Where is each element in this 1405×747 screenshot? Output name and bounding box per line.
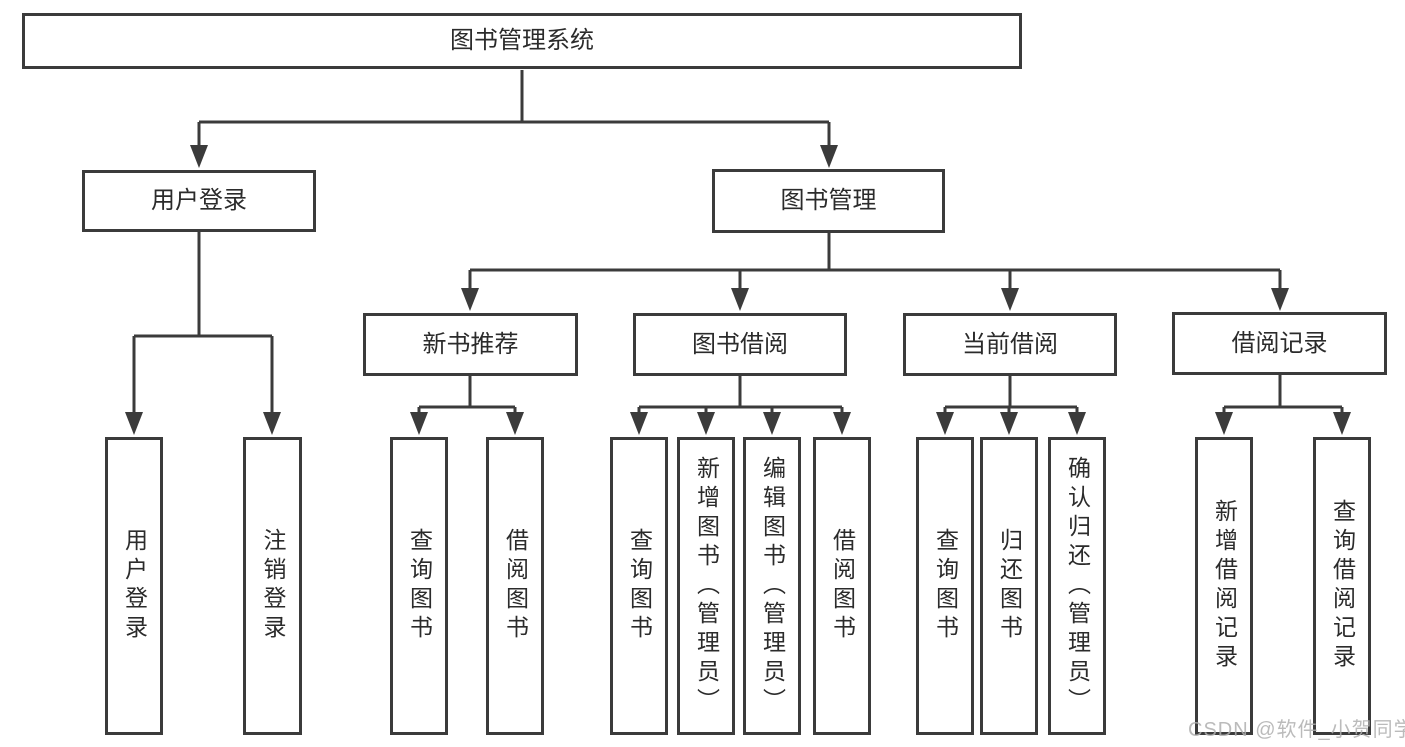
leaf-query-book-2: 查询图书 — [610, 437, 668, 735]
arrowhead — [1333, 412, 1351, 435]
leaf-borrow-book-1: 借阅图书 — [486, 437, 544, 735]
arrowhead — [833, 412, 851, 435]
node-borrow-record: 借阅记录 — [1172, 312, 1387, 375]
leaf-query-borrow-record: 查询借阅记录 — [1313, 437, 1371, 735]
node-root: 图书管理系统 — [22, 13, 1022, 69]
arrowhead — [697, 412, 715, 435]
connector-root — [190, 70, 838, 168]
leaf-return-book: 归还图书 — [980, 437, 1038, 735]
arrowhead — [1271, 288, 1289, 311]
leaf-query-book-1: 查询图书 — [390, 437, 448, 735]
leaf-edit-book-admin: 编辑图书（管理员） — [743, 437, 801, 735]
arrowhead — [763, 412, 781, 435]
connector-book-borrow — [630, 376, 851, 435]
connector-borrow-record — [1215, 375, 1351, 435]
arrowhead — [1001, 288, 1019, 311]
leaf-add-borrow-record: 新增借阅记录 — [1195, 437, 1253, 735]
arrowhead — [125, 412, 143, 435]
connector-new-book — [410, 376, 524, 435]
arrowhead — [506, 412, 524, 435]
leaf-query-book-3: 查询图书 — [916, 437, 974, 735]
leaf-borrow-book-2: 借阅图书 — [813, 437, 871, 735]
arrowhead — [1215, 412, 1233, 435]
arrowhead — [263, 412, 281, 435]
leaf-confirm-return-admin: 确认归还（管理员） — [1048, 437, 1106, 735]
arrowhead — [630, 412, 648, 435]
leaf-add-book-admin: 新增图书（管理员） — [677, 437, 735, 735]
arrowhead — [820, 145, 838, 168]
arrowhead — [190, 145, 208, 168]
arrowhead — [936, 412, 954, 435]
connector-current-borrow — [936, 376, 1086, 435]
node-book-management: 图书管理 — [712, 169, 945, 233]
node-user-login: 用户登录 — [82, 170, 316, 232]
connector-user-login — [125, 232, 281, 435]
node-current-borrow: 当前借阅 — [903, 313, 1117, 376]
csdn-watermark: CSDN @软件_小贺同学 — [1188, 719, 1405, 741]
arrowhead — [410, 412, 428, 435]
arrowhead — [1000, 412, 1018, 435]
node-book-borrow: 图书借阅 — [633, 313, 847, 376]
connector-book-management — [461, 233, 1289, 311]
leaf-user-login: 用户登录 — [105, 437, 163, 735]
arrowhead — [461, 288, 479, 311]
leaf-logout: 注销登录 — [243, 437, 302, 735]
arrowhead — [731, 288, 749, 311]
node-new-book-recommend: 新书推荐 — [363, 313, 578, 376]
arrowhead — [1068, 412, 1086, 435]
